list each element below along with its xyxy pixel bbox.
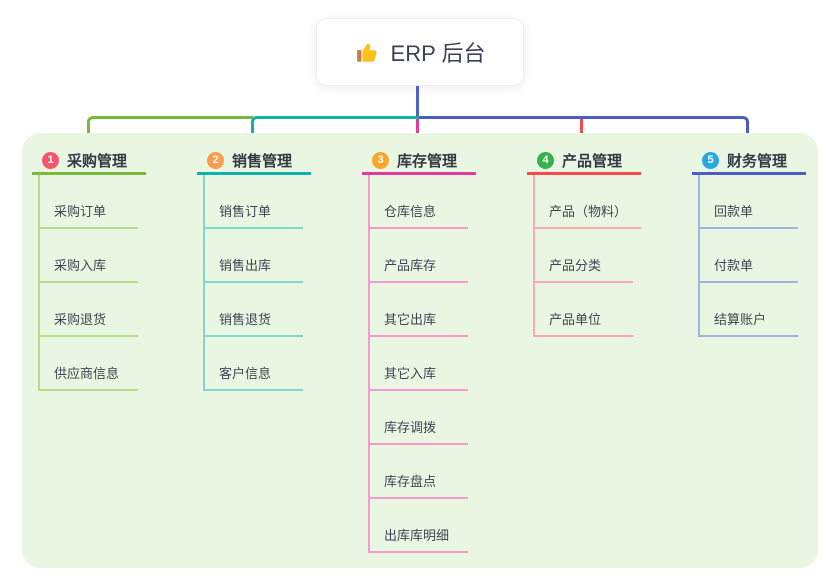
branch-item-label: 产品库存	[384, 258, 437, 273]
branch-title: 销售管理	[232, 152, 293, 170]
branch-item-label: 产品单位	[549, 312, 602, 327]
branch-header[interactable]: 1 采购管理	[32, 148, 146, 175]
branch-header[interactable]: 2 销售管理	[197, 148, 311, 175]
branch-item-label: 出库库明细	[384, 528, 450, 543]
branch-item[interactable]: 采购订单	[38, 175, 138, 229]
branch-column-3: 3 库存管理 仓库信息产品库存其它出库其它入库库存调拨库存盘点出库库明细	[362, 148, 522, 553]
branch-column-5: 5 财务管理 回款单付款单结算账户	[692, 148, 839, 337]
branch-item-label: 库存调拨	[384, 420, 437, 435]
branch-column-4: 4 产品管理 产品（物料） 产品分类产品单位	[527, 148, 687, 337]
branch-number-badge: 3	[372, 151, 389, 169]
branch-item[interactable]: 产品分类	[533, 229, 633, 283]
branch-item-list: 产品（物料） 产品分类产品单位	[533, 175, 687, 337]
branch-item-list: 回款单付款单结算账户	[698, 175, 839, 337]
branch-item[interactable]: 仓库信息	[368, 175, 468, 229]
branch-column-1: 1 采购管理 采购订单采购入库采购退货供应商信息	[32, 148, 192, 391]
connector-branch-3-line	[416, 119, 419, 146]
branch-header[interactable]: 3 库存管理	[362, 148, 476, 175]
branch-item-label: 库存盘点	[384, 474, 437, 489]
root-title: ERP 后台	[390, 41, 486, 66]
branch-title: 采购管理	[67, 152, 128, 170]
branch-item[interactable]: 库存调拨	[368, 391, 468, 445]
branch-item-label: 销售退货	[219, 312, 272, 327]
branches-panel	[22, 133, 818, 568]
connector-branch-1-line	[87, 116, 253, 146]
branch-item-label: 采购订单	[54, 204, 107, 219]
branch-title: 产品管理	[562, 152, 623, 170]
branch-item[interactable]: 产品（物料）	[533, 175, 642, 229]
branch-item-label: 供应商信息	[54, 366, 120, 381]
branch-item[interactable]: 付款单	[698, 229, 798, 283]
branch-header[interactable]: 5 财务管理	[692, 148, 806, 175]
branch-item-label: 采购入库	[54, 258, 107, 273]
connector-branch-5-line	[419, 116, 749, 146]
branch-item-label: 仓库信息	[384, 204, 437, 219]
branch-item-list: 销售订单销售出库销售退货客户信息	[203, 175, 357, 391]
branch-header[interactable]: 4 产品管理	[527, 148, 641, 175]
branch-item[interactable]: 出库库明细	[368, 499, 468, 553]
branch-title: 财务管理	[727, 152, 788, 170]
branch-item-label: 采购退货	[54, 312, 107, 327]
branch-item[interactable]: 销售订单	[203, 175, 303, 229]
branch-item[interactable]: 销售退货	[203, 283, 303, 337]
branch-item[interactable]: 其它入库	[368, 337, 468, 391]
branch-item-label: 其它入库	[384, 366, 437, 381]
branch-item[interactable]: 产品库存	[368, 229, 468, 283]
connector-branch-4-line	[580, 119, 583, 146]
branch-item-label: 销售订单	[219, 204, 272, 219]
branch-item[interactable]: 结算账户	[698, 283, 798, 337]
branch-title: 库存管理	[397, 152, 458, 170]
branch-item[interactable]: 供应商信息	[38, 337, 138, 391]
branch-item-list: 采购订单采购入库采购退货供应商信息	[38, 175, 192, 391]
thumbs-up-icon	[355, 39, 381, 65]
branch-item[interactable]: 库存盘点	[368, 445, 468, 499]
branch-item-label: 产品分类	[549, 258, 602, 273]
branch-number-badge: 4	[537, 151, 554, 169]
branch-column-2: 2 销售管理 销售订单销售出库销售退货客户信息	[197, 148, 357, 391]
branch-item[interactable]: 采购退货	[38, 283, 138, 337]
root-node[interactable]: ERP 后台	[316, 18, 524, 86]
branch-item-label: 产品（物料）	[549, 204, 628, 219]
branch-item-label: 付款单	[714, 258, 754, 273]
branch-item-label: 回款单	[714, 204, 754, 219]
branch-item-label: 客户信息	[219, 366, 272, 381]
branch-number-badge: 1	[42, 151, 59, 169]
branch-item[interactable]: 采购入库	[38, 229, 138, 283]
branch-item-label: 其它出库	[384, 312, 437, 327]
branch-item[interactable]: 销售出库	[203, 229, 303, 283]
connector-branch-2-line	[251, 116, 419, 146]
branch-number-badge: 2	[207, 151, 224, 169]
branch-item[interactable]: 产品单位	[533, 283, 633, 337]
branch-item-label: 结算账户	[714, 312, 767, 327]
branch-item-list: 仓库信息产品库存其它出库其它入库库存调拨库存盘点出库库明细	[368, 175, 522, 553]
branch-item-label: 销售出库	[219, 258, 272, 273]
branch-item[interactable]: 其它出库	[368, 283, 468, 337]
branch-number-badge: 5	[702, 151, 719, 169]
branch-item[interactable]: 客户信息	[203, 337, 303, 391]
branch-item[interactable]: 回款单	[698, 175, 798, 229]
connector-root-line	[416, 84, 419, 118]
